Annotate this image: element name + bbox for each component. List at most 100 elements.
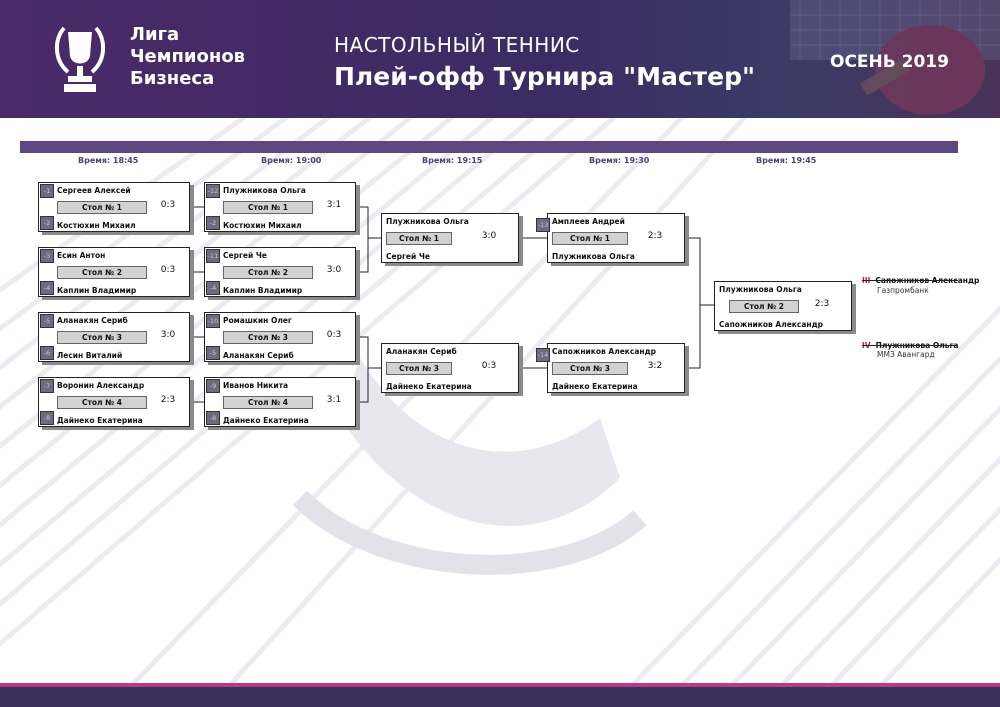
player-one: Воронин Александр — [57, 381, 145, 390]
league-name: Лига Чемпионов Бизнеса — [130, 24, 246, 89]
divider — [862, 280, 958, 281]
table-number: Стол № 1 — [552, 232, 628, 245]
player-one: Иванов Никита — [223, 381, 289, 390]
match-box: Сергеев Алексей Стол № 1 0:3 Костюхин Ми… — [38, 182, 190, 232]
player-one: Ромашкин Олег — [223, 316, 292, 325]
footer-band — [0, 687, 1000, 707]
player-one: Плужникова Ольга — [386, 217, 469, 226]
player-one: Сергеев Алексей — [57, 186, 131, 195]
match-box: Есин Антон Стол № 2 0:3 Каплин Владимир … — [38, 247, 190, 297]
match-score: 3:1 — [326, 395, 342, 405]
player-two: Аланакян Сериб — [223, 351, 294, 360]
match-box: Аланакян Сериб Стол № 3 3:0 Лесин Витали… — [38, 312, 190, 362]
seed-number: -7 — [40, 379, 54, 393]
schedule-bar — [20, 141, 958, 153]
match-score: 3:0 — [481, 231, 497, 241]
player-two: Костюхин Михаил — [223, 221, 302, 230]
background-swoosh-decoration — [0, 118, 1000, 683]
match-box: Аланакян Сериб Стол № 3 0:3 Дайнеко Екат… — [381, 343, 519, 393]
match-score: 0:3 — [160, 200, 176, 210]
table-number: Стол № 3 — [386, 362, 452, 375]
player-two: Дайнеко Екатерина — [57, 416, 143, 425]
sport-title: НАСТОЛЬНЫЙ ТЕННИС — [334, 33, 580, 57]
match-score: 2:3 — [647, 231, 663, 241]
player-two: Сапожников Александр — [719, 320, 823, 329]
seed-number: -12 — [206, 184, 220, 198]
time-label: Время: 19:00 — [261, 156, 322, 165]
match-box: Иванов Никита Стол № 4 3:1 Дайнеко Екате… — [204, 377, 356, 427]
table-number: Стол № 1 — [57, 201, 147, 214]
match-score: 3:0 — [160, 330, 176, 340]
player-one: Есин Антон — [57, 251, 106, 260]
player-two: Лесин Виталий — [57, 351, 123, 360]
trophy-logo-icon — [55, 26, 105, 92]
place-club: Газпромбанк — [877, 286, 929, 295]
time-label: Время: 19:45 — [756, 156, 817, 165]
match-box: Плужникова Ольга Стол № 1 3:1 Костюхин М… — [204, 182, 356, 232]
time-label: Время: 19:30 — [589, 156, 650, 165]
table-number: Стол № 3 — [223, 331, 313, 344]
player-two: Дайнеко Екатерина — [552, 382, 638, 391]
seed-number: -11 — [206, 249, 220, 263]
seed-number: -5 — [40, 314, 54, 328]
time-label: Время: 19:15 — [422, 156, 483, 165]
season-label: ОСЕНЬ 2019 — [830, 52, 949, 72]
match-box: Ромашкин Олег Стол № 3 0:3 Аланакян Сери… — [204, 312, 356, 362]
table-number: Стол № 3 — [552, 362, 628, 375]
player-one: Сергей Че — [223, 251, 267, 260]
player-one: Плужникова Ольга — [719, 285, 802, 294]
seed-number: -4 — [40, 281, 54, 295]
seed-number: -9 — [206, 379, 220, 393]
table-number: Стол № 4 — [57, 396, 147, 409]
match-score: 2:3 — [814, 299, 830, 309]
table-number: Стол № 2 — [729, 300, 799, 313]
seed-number: -3 — [40, 249, 54, 263]
table-number: Стол № 3 — [57, 331, 147, 344]
seed-number: -4 — [206, 281, 220, 295]
fourth-place: IVПлужникова Ольга — [862, 333, 958, 352]
match-box: Воронин Александр Стол № 4 2:3 Дайнеко Е… — [38, 377, 190, 427]
match-score: 3:0 — [326, 265, 342, 275]
divider — [862, 345, 958, 346]
player-one: Сапожников Александр — [552, 347, 656, 356]
player-two: Каплин Владимир — [57, 286, 137, 295]
tournament-title: Плей-офф Турнира "Мастер" — [334, 62, 756, 91]
seed-number: -2 — [206, 216, 220, 230]
final-match-box: Плужникова Ольга Стол № 2 2:3 Сапожников… — [714, 281, 852, 331]
seed-number: -8 — [40, 411, 54, 425]
match-score: 0:3 — [160, 265, 176, 275]
seed-number: -14 — [536, 348, 550, 362]
seed-number: -6 — [40, 346, 54, 360]
player-two: Каплин Владимир — [223, 286, 303, 295]
match-score: 0:3 — [481, 361, 497, 371]
player-two: Сергей Че — [386, 252, 430, 261]
seed-number: -10 — [206, 314, 220, 328]
match-box: Сапожников Александр Стол № 3 3:2 Дайнек… — [536, 343, 685, 393]
player-one: Плужникова Ольга — [223, 186, 306, 195]
player-one: Аланакян Сериб — [386, 347, 457, 356]
seed-number: -5 — [206, 346, 220, 360]
seed-number: -1 — [40, 184, 54, 198]
table-number: Стол № 1 — [223, 201, 313, 214]
match-score: 3:2 — [647, 361, 663, 371]
match-score: 0:3 — [326, 330, 342, 340]
seed-number: -2 — [40, 216, 54, 230]
match-box: Амплеев Андрей Стол № 1 2:3 Плужникова О… — [536, 213, 685, 263]
third-place: IIIСапожников Александр — [862, 268, 979, 287]
player-one: Амплеев Андрей — [552, 217, 625, 226]
seed-number: -13 — [536, 218, 550, 232]
player-two: Дайнеко Екатерина — [386, 382, 472, 391]
time-label: Время: 18:45 — [78, 156, 139, 165]
table-number: Стол № 2 — [57, 266, 147, 279]
header-banner: Лига Чемпионов Бизнеса НАСТОЛЬНЫЙ ТЕННИС… — [0, 0, 1000, 118]
player-two: Костюхин Михаил — [57, 221, 136, 230]
table-number: Стол № 1 — [386, 232, 452, 245]
match-box: Сергей Че Стол № 2 3:0 Каплин Владимир -… — [204, 247, 356, 297]
player-two: Дайнеко Екатерина — [223, 416, 309, 425]
player-one: Аланакян Сериб — [57, 316, 128, 325]
footer-accent-line — [0, 683, 1000, 687]
player-two: Плужникова Ольга — [552, 252, 635, 261]
seed-number: -8 — [206, 411, 220, 425]
table-number: Стол № 2 — [223, 266, 313, 279]
